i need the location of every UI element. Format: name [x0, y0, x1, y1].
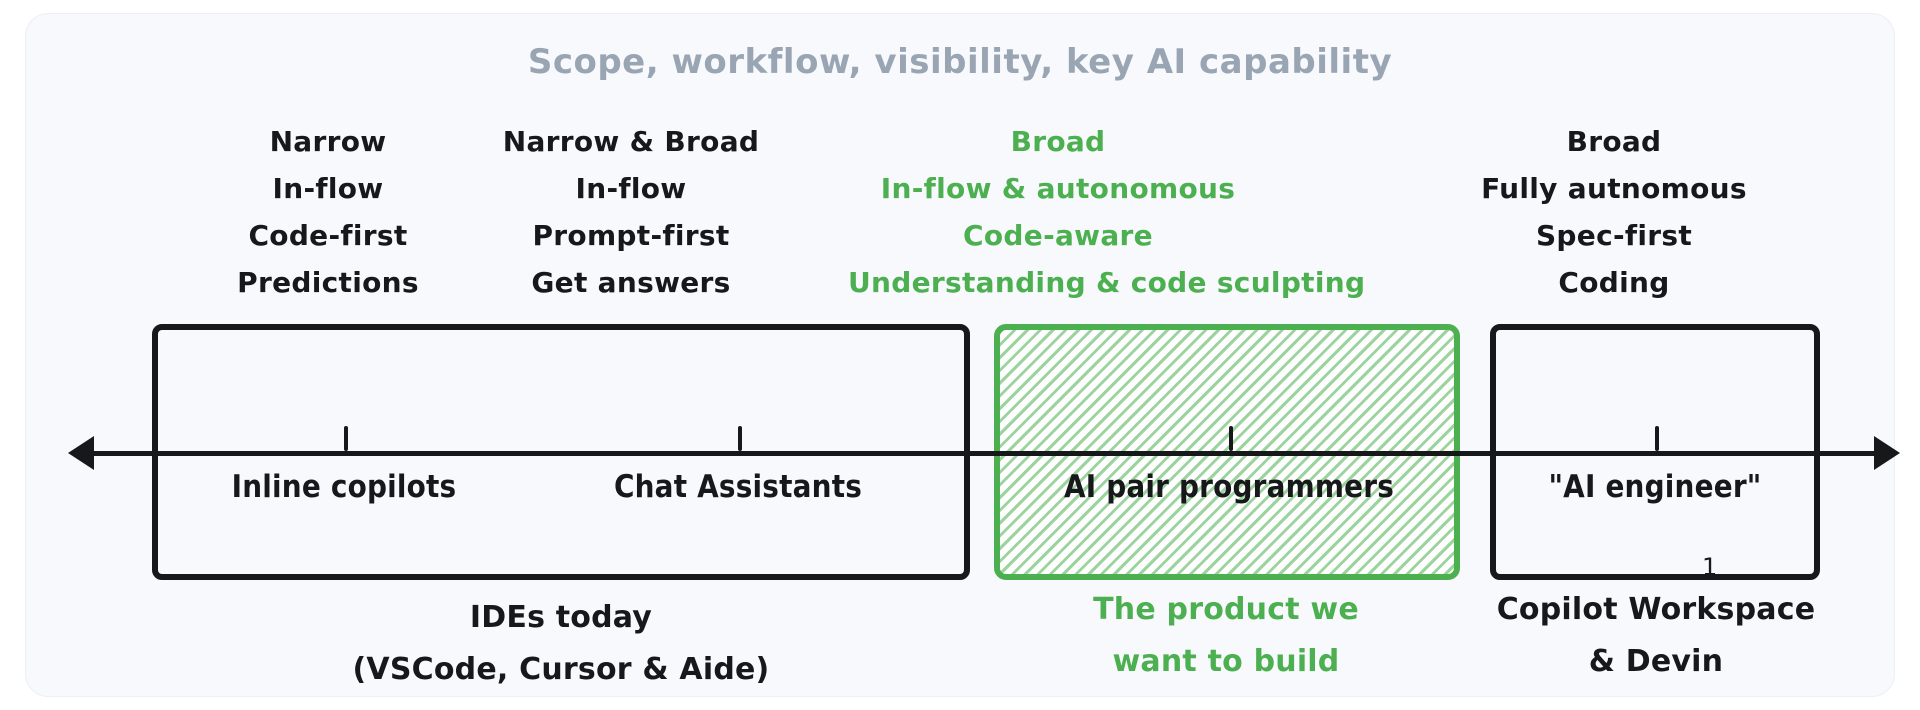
- descriptor-line: Understanding & code sculpting: [848, 266, 1366, 299]
- arrow-left-icon: [68, 436, 94, 470]
- descriptor-line: Code-first: [248, 219, 408, 252]
- caption-ides-today: IDEs today (VSCode, Cursor & Aide): [256, 592, 866, 696]
- descriptor-line: Broad: [1010, 125, 1106, 158]
- descriptor-line: Spec-first: [1535, 219, 1693, 252]
- axis-label-inline-copilots: Inline copilots: [231, 469, 457, 505]
- descriptor-line: Prompt-first: [532, 219, 730, 252]
- caption-line: The product we: [1093, 592, 1359, 627]
- caption-line: IDEs today: [469, 600, 653, 635]
- arrow-right-icon: [1874, 436, 1900, 470]
- caption-line: (VSCode, Cursor & Aide): [352, 652, 770, 687]
- caption-line: want to build: [1112, 644, 1340, 679]
- descriptor-column-inline-copilots: Narrow In-flow Code-first Predictions: [198, 118, 458, 306]
- descriptor-line: Coding: [1558, 266, 1670, 299]
- axis-tick: [738, 426, 742, 451]
- descriptor-line: Broad: [1566, 125, 1662, 158]
- descriptor-column-ai-engineer: Broad Fully autnomous Spec-first Coding: [1434, 118, 1794, 306]
- descriptor-line: Narrow: [269, 125, 387, 158]
- descriptor-column-ai-pair-programmers: Broad In-flow & autonomous Code-aware Un…: [848, 118, 1366, 306]
- axis-label-ai-pair-programmers: AI pair programmers: [1063, 469, 1395, 505]
- axis-tick: [1655, 426, 1659, 451]
- page-title: Scope, workflow, visibility, key AI capa…: [527, 42, 1393, 82]
- descriptor-column-chat-assistants: Narrow & Broad In-flow Prompt-first Get …: [466, 118, 796, 306]
- caption-line: & Devin: [1588, 644, 1724, 679]
- axis-label-ai-engineer: "AI engineer": [1548, 469, 1762, 505]
- descriptor-line: Predictions: [237, 266, 419, 299]
- footnote-marker: 1: [1702, 553, 1718, 581]
- caption-product-we-want-to-build: The product we want to build: [1026, 584, 1426, 688]
- descriptor-line: Code-aware: [963, 219, 1153, 252]
- axis-tick: [1229, 426, 1233, 451]
- descriptor-line: Fully autnomous: [1481, 172, 1747, 205]
- descriptor-line: Get answers: [531, 266, 731, 299]
- descriptor-line: In-flow & autonomous: [880, 172, 1236, 205]
- caption-copilot-workspace-devin: Copilot Workspace & Devin: [1466, 584, 1846, 688]
- descriptor-line: In-flow: [272, 172, 384, 205]
- descriptor-line: In-flow: [575, 172, 687, 205]
- axis-tick: [344, 426, 348, 451]
- spectrum-axis-line: [84, 451, 1894, 456]
- diagram-card: Scope, workflow, visibility, key AI capa…: [26, 14, 1900, 696]
- descriptor-line: Narrow & Broad: [502, 125, 760, 158]
- caption-line: Copilot Workspace: [1496, 592, 1816, 627]
- axis-label-chat-assistants: Chat Assistants: [613, 469, 863, 505]
- box-ai-pair-programmers-highlighted: [994, 324, 1460, 580]
